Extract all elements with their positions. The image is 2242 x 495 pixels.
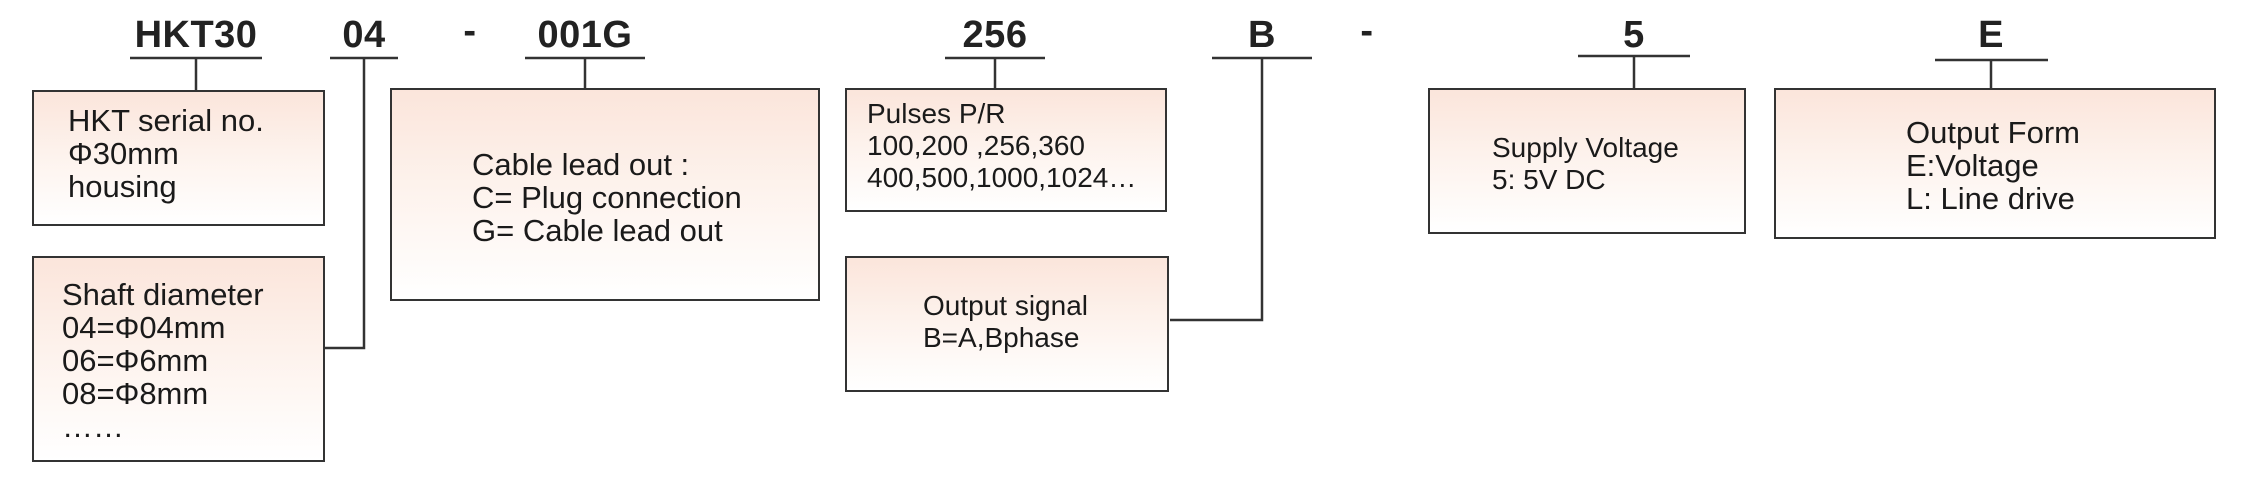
- code-256: 256: [962, 14, 1028, 56]
- shaft-line-1: Shaft diameter: [62, 277, 264, 312]
- code-hkt30: HKT30: [134, 14, 258, 56]
- serial-line-3: housing: [68, 169, 177, 204]
- output-form-line-1: Output Form: [1906, 115, 2080, 150]
- pulses-line-2: 100,200 ,256,360: [867, 130, 1085, 161]
- shaft-line-3: 06=Φ6mm: [62, 343, 209, 378]
- output-form-line-2: E:Voltage: [1906, 148, 2039, 183]
- pulses-line-3: 400,500,1000,1024…: [867, 162, 1137, 193]
- box-output-form: Output Form E:Voltage L: Line drive: [1774, 88, 2216, 239]
- code-dash-2: -: [1360, 10, 1374, 52]
- connector-04: [325, 58, 366, 350]
- code-04: 04: [342, 14, 386, 56]
- box-cable-lead-out: Cable lead out : C= Plug connection G= C…: [390, 88, 820, 301]
- shaft-line-2: 04=Φ04mm: [62, 310, 226, 345]
- output-form-line-3: L: Line drive: [1906, 181, 2075, 216]
- shaft-line-4: 08=Φ8mm: [62, 376, 209, 411]
- code-001g: 001G: [537, 14, 633, 56]
- box-shaft-diameter: Shaft diameter 04=Φ04mm 06=Φ6mm 08=Φ8mm …: [32, 256, 325, 462]
- box-pulses: Pulses P/R 100,200 ,256,360 400,500,1000…: [845, 88, 1167, 212]
- supply-line-1: Supply Voltage: [1492, 132, 1679, 163]
- code-e: E: [1978, 14, 2004, 56]
- box-supply-voltage: Supply Voltage 5: 5V DC: [1428, 88, 1746, 234]
- serial-line-1: HKT serial no.: [68, 103, 264, 138]
- cable-line-3: G= Cable lead out: [472, 213, 723, 248]
- code-b: B: [1248, 14, 1276, 56]
- supply-line-2: 5: 5V DC: [1492, 164, 1606, 195]
- box-output-signal: Output signal B=A,Bphase: [845, 256, 1169, 392]
- cable-line-2: C= Plug connection: [472, 180, 742, 215]
- serial-line-2: Φ30mm: [68, 136, 179, 171]
- code-dash-1: -: [463, 10, 477, 52]
- code-5: 5: [1623, 14, 1645, 56]
- connector-b: [1170, 58, 1264, 322]
- output-signal-line-1: Output signal: [923, 290, 1088, 321]
- pulses-line-1: Pulses P/R: [867, 98, 1006, 129]
- output-signal-line-2: B=A,Bphase: [923, 322, 1080, 353]
- cable-line-1: Cable lead out :: [472, 147, 690, 182]
- box-serial-no: HKT serial no. Φ30mm housing: [32, 90, 325, 226]
- shaft-line-5: ……: [62, 409, 124, 444]
